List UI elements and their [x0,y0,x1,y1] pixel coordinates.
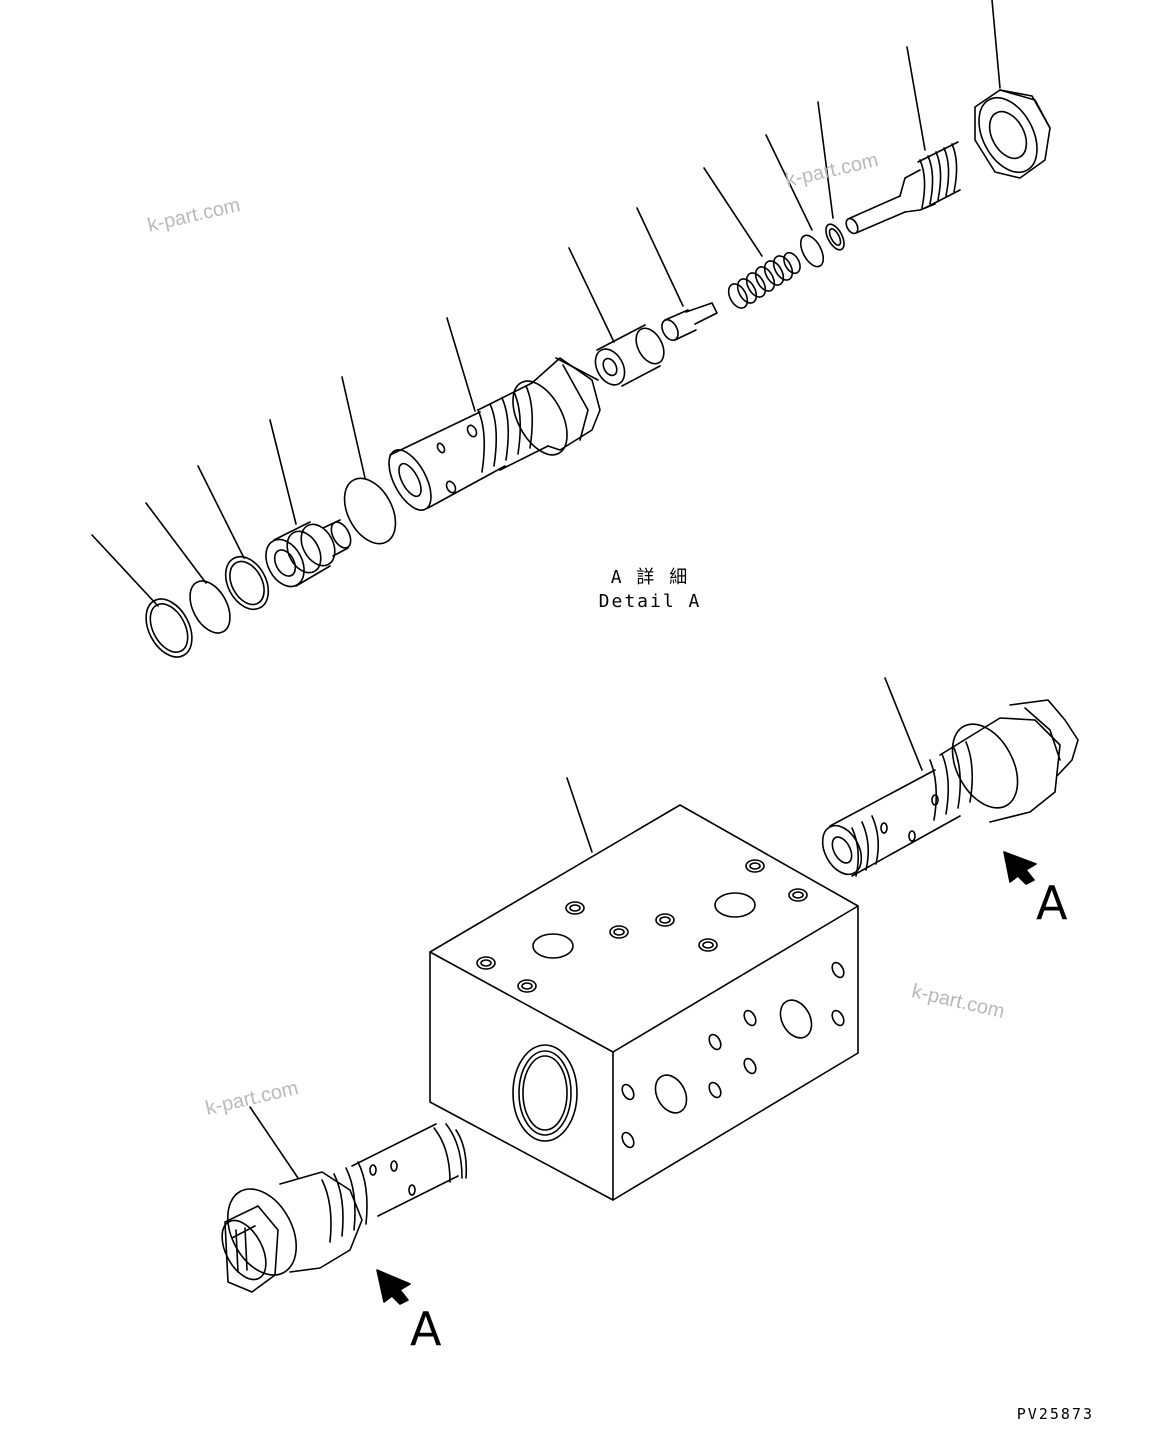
drawing-code: PV25873 [1016,1405,1094,1423]
o-ring-2 [217,549,277,616]
plug [258,519,354,594]
valve-cartridge-right [815,678,1078,881]
detail-title: A 詳 細 Detail A [560,566,740,614]
poppet [659,303,717,343]
view-arrow-right-icon [1004,852,1036,884]
view-label-right: A [1036,876,1068,930]
leader-lines-detail [92,0,1000,606]
valve-block [430,805,858,1200]
sleeve [380,358,600,517]
backup-ring-1 [182,574,238,639]
view-arrow-left-icon [377,1270,410,1304]
detail-title-en: Detail A [598,591,702,612]
sleeve-insert [590,324,670,390]
leader-line-block [567,778,592,852]
o-ring-1 [137,591,201,665]
adjusting-screw [844,142,960,235]
detail-title-jp: A 詳 細 [610,567,690,588]
seat-ring [796,232,828,270]
lock-nut [967,88,1050,182]
view-label-left: A [410,1302,442,1356]
disc [334,470,406,552]
valve-cartridge-left [213,1107,466,1292]
small-o-ring [822,221,848,252]
spring [725,250,804,311]
